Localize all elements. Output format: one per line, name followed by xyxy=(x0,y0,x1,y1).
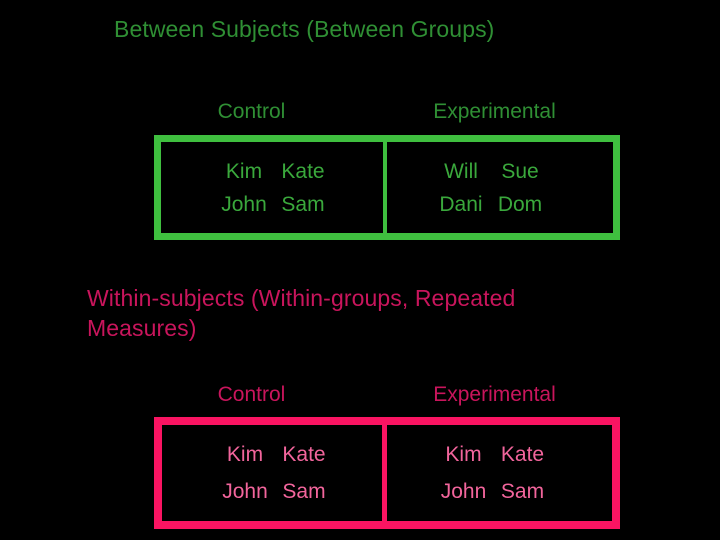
within-header-control: Control xyxy=(217,383,286,406)
within-cell-experimental: Kim Kate John Sam xyxy=(387,425,612,521)
subject-name: Kim xyxy=(226,443,264,466)
table-row: Will Sue xyxy=(387,155,613,188)
subject-name: Kate xyxy=(500,443,545,466)
subject-name: John xyxy=(440,480,487,503)
subject-name: Kim xyxy=(445,443,482,466)
subject-name: Dom xyxy=(497,192,543,216)
between-cell-control: Kim Kate John Sam xyxy=(161,142,387,233)
table-row: Dani Dom xyxy=(387,188,613,221)
between-header-experimental: Experimental xyxy=(433,100,556,123)
subject-name: Will xyxy=(444,159,478,183)
subject-name: John xyxy=(222,480,268,503)
within-subjects-group-box: Kim Kate John Sam Kim Kate John Sam xyxy=(154,417,620,529)
table-row: Kim Kate xyxy=(161,155,383,188)
between-subjects-group-box: Kim Kate John Sam Will Sue Dani Dom xyxy=(154,135,620,240)
subject-name: Kate xyxy=(281,159,325,183)
between-cell-experimental: Will Sue Dani Dom xyxy=(387,142,613,233)
table-row: John Sam xyxy=(161,188,383,221)
within-subjects-column-headers: Control Experimental xyxy=(154,382,620,408)
within-cell-control: Kim Kate John Sam xyxy=(162,425,387,521)
table-row: Kim Kate xyxy=(387,436,612,473)
within-header-experimental: Experimental xyxy=(433,383,556,406)
subject-name: Sam xyxy=(282,480,326,503)
subject-name: Sam xyxy=(281,192,325,216)
within-subjects-title: Within-subjects (Within-groups, Repeated… xyxy=(87,285,516,341)
subject-name: Sue xyxy=(501,159,539,183)
table-row: Kim Kate xyxy=(162,436,382,473)
between-subjects-title: Between Subjects (Between Groups) xyxy=(114,16,495,42)
table-row: John Sam xyxy=(387,473,612,510)
between-header-control: Control xyxy=(217,100,286,123)
subject-name: Kate xyxy=(282,443,326,466)
subject-name: Kim xyxy=(225,159,263,183)
between-subjects-column-headers: Control Experimental xyxy=(154,99,620,125)
subject-name: Sam xyxy=(500,480,545,503)
table-row: John Sam xyxy=(162,473,382,510)
subject-name: Dani xyxy=(439,192,483,216)
subject-name: John xyxy=(221,192,267,216)
